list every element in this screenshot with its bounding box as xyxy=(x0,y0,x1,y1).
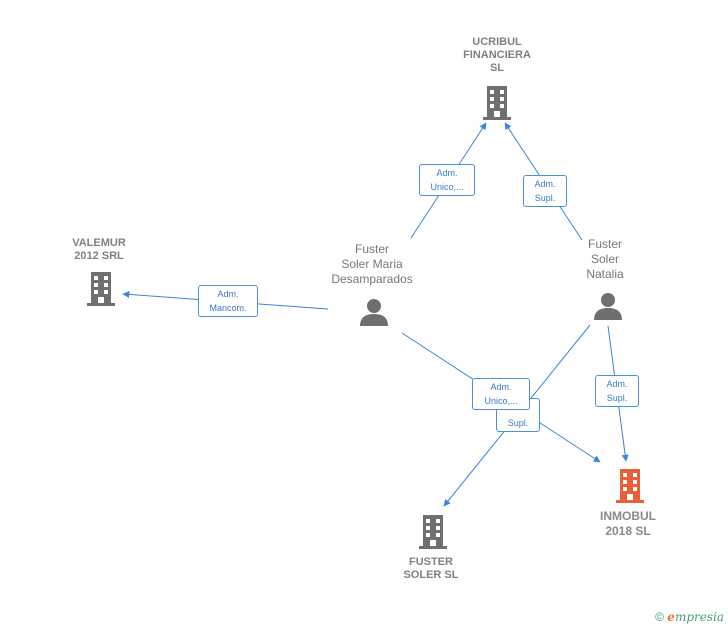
copyright-symbol: © xyxy=(655,610,664,624)
edge-badge-maria-inmobul[interactable]: Adm. Unico,... xyxy=(472,378,530,410)
edge-badge-natalia-inmobul[interactable]: Adm. Supl. xyxy=(595,375,639,407)
node-label-ucribul[interactable]: UCRIBUL FINANCIERA SL xyxy=(463,36,531,74)
node-label-fuster-natalia[interactable]: Fuster Soler Natalia xyxy=(586,237,624,281)
building-icon-inmobul xyxy=(616,469,644,503)
building-icon-ucribul xyxy=(483,86,511,120)
edge-badge-maria-ucribul[interactable]: Adm. Unico,... xyxy=(419,164,475,196)
building-icon-fuster-soler-sl xyxy=(419,515,447,549)
node-label-fuster-soler-sl[interactable]: FUSTER SOLER SL xyxy=(403,556,459,581)
brand-logo-initial: e xyxy=(667,610,675,624)
edge-badge-maria-valemur[interactable]: Adm. Mancom. xyxy=(198,285,258,317)
brand-logo-text: mpresia xyxy=(674,610,724,624)
edge-badge-natalia-ucribul[interactable]: Adm. Supl. xyxy=(523,175,567,207)
person-icon-fuster-natalia xyxy=(594,293,622,320)
footer-brand: © empresia xyxy=(655,610,724,624)
building-icon-valemur xyxy=(87,272,115,306)
person-icon-fuster-maria xyxy=(360,299,388,326)
node-label-inmobul[interactable]: INMOBUL 2018 SL xyxy=(600,509,656,538)
node-label-fuster-maria[interactable]: Fuster Soler Maria Desamparados xyxy=(331,242,413,286)
node-label-valemur[interactable]: VALEMUR 2012 SRL xyxy=(72,237,126,262)
